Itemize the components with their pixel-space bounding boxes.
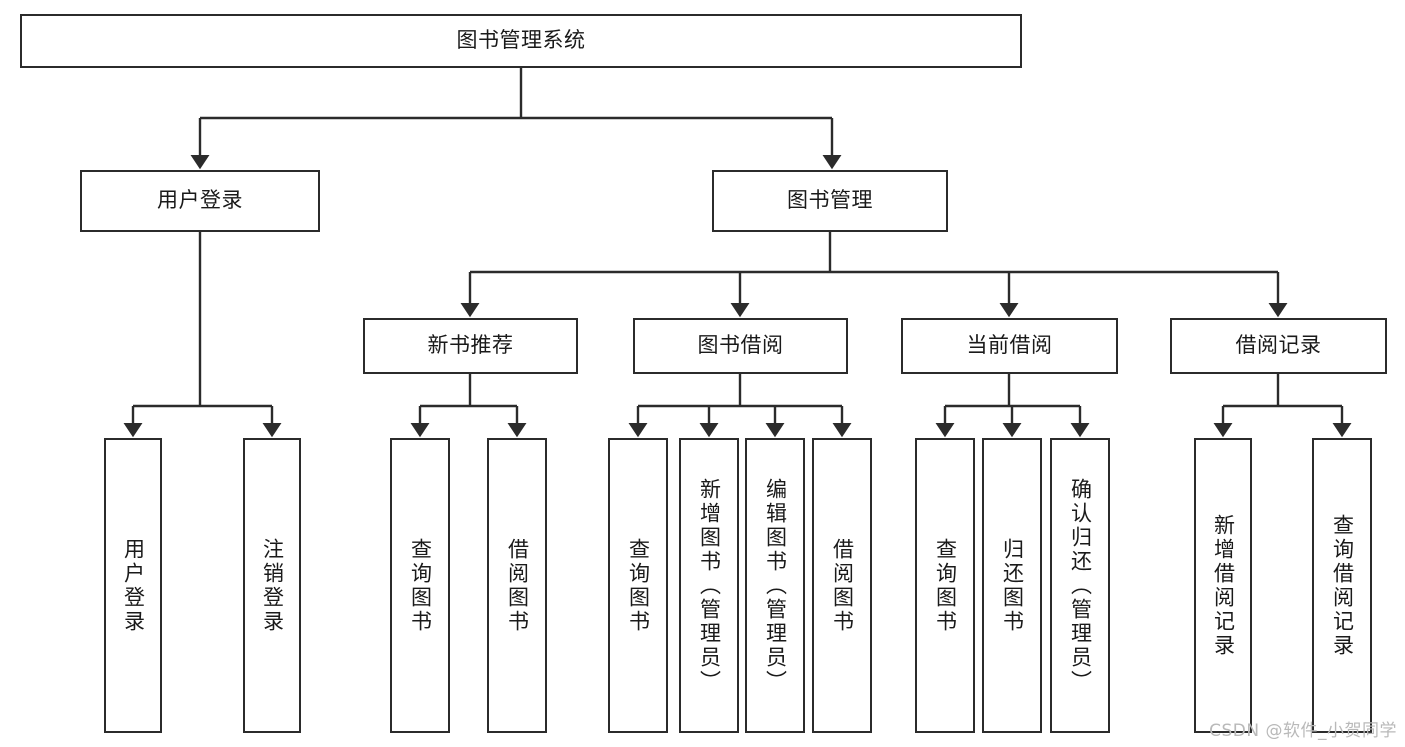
node-leaf-logout[interactable]: 注销登录 [243, 438, 301, 733]
node-leaf-confirm-return-label: 确认归还（管理员） [1068, 477, 1093, 694]
node-borrow-record[interactable]: 借阅记录 [1170, 318, 1387, 374]
node-leaf-add-record-label: 新增借阅记录 [1211, 513, 1236, 658]
node-leaf-borrow-book-rec-label: 借阅图书 [505, 537, 530, 634]
node-new-book-rec[interactable]: 新书推荐 [363, 318, 578, 374]
node-book-manage-label: 图书管理 [787, 188, 873, 213]
watermark-text: CSDN @软件_小贺同学 [1209, 721, 1397, 741]
node-leaf-confirm-return[interactable]: 确认归还（管理员） [1050, 438, 1110, 733]
node-book-borrow[interactable]: 图书借阅 [633, 318, 848, 374]
edge-group-user-login [123, 232, 282, 438]
node-user-login[interactable]: 用户登录 [80, 170, 320, 232]
node-leaf-query-book-cur-label: 查询图书 [933, 537, 958, 634]
edge-group-book-borrow [628, 374, 852, 438]
edge-group-new-book-rec [410, 374, 527, 438]
node-leaf-user-login-label: 用户登录 [121, 537, 146, 634]
node-leaf-return-book-label: 归还图书 [1000, 537, 1025, 634]
node-new-book-rec-label: 新书推荐 [427, 333, 514, 358]
node-leaf-query-book[interactable]: 查询图书 [608, 438, 668, 733]
node-leaf-edit-book[interactable]: 编辑图书（管理员） [745, 438, 805, 733]
node-leaf-borrow-book-rec[interactable]: 借阅图书 [487, 438, 547, 733]
edge-group-borrow-record [1213, 374, 1352, 438]
edge-group-root [190, 68, 842, 170]
node-leaf-edit-book-label: 编辑图书（管理员） [763, 477, 788, 694]
edge-group-current-borrow [935, 374, 1090, 438]
node-leaf-borrow-book-label: 借阅图书 [830, 537, 855, 634]
node-leaf-add-book-label: 新增图书（管理员） [697, 477, 722, 694]
node-leaf-add-book[interactable]: 新增图书（管理员） [679, 438, 739, 733]
node-leaf-logout-label: 注销登录 [260, 537, 285, 634]
node-current-borrow-label: 当前借阅 [966, 333, 1053, 358]
node-borrow-record-label: 借阅记录 [1235, 333, 1322, 358]
node-leaf-add-record[interactable]: 新增借阅记录 [1194, 438, 1252, 733]
node-leaf-return-book[interactable]: 归还图书 [982, 438, 1042, 733]
node-user-login-label: 用户登录 [157, 188, 243, 213]
node-root[interactable]: 图书管理系统 [20, 14, 1022, 68]
node-book-borrow-label: 图书借阅 [697, 333, 784, 358]
node-book-manage[interactable]: 图书管理 [712, 170, 948, 232]
node-leaf-query-book-rec[interactable]: 查询图书 [390, 438, 450, 733]
node-root-label: 图书管理系统 [456, 28, 586, 53]
node-current-borrow[interactable]: 当前借阅 [901, 318, 1118, 374]
node-leaf-borrow-book[interactable]: 借阅图书 [812, 438, 872, 733]
node-leaf-query-record[interactable]: 查询借阅记录 [1312, 438, 1372, 733]
node-leaf-query-book-rec-label: 查询图书 [408, 537, 433, 634]
node-leaf-query-record-label: 查询借阅记录 [1330, 513, 1355, 658]
node-leaf-query-book-label: 查询图书 [626, 537, 651, 634]
node-leaf-user-login[interactable]: 用户登录 [104, 438, 162, 733]
node-leaf-query-book-cur[interactable]: 查询图书 [915, 438, 975, 733]
edge-group-book-manage [460, 232, 1288, 318]
